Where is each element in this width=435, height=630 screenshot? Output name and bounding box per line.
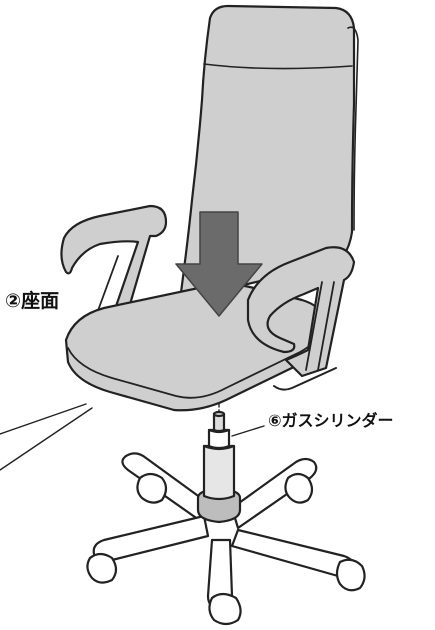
- gas-cylinder-label: ⑥ガスシリンダー: [266, 411, 396, 430]
- gas-callout-line: [231, 425, 265, 437]
- down-arrow-icon: [175, 211, 263, 317]
- zoom-indicator-lines: [0, 403, 93, 471]
- casters: [86, 472, 366, 626]
- armrest-right: [246, 246, 356, 391]
- seat-label: ②座面: [3, 290, 62, 312]
- gas-cylinder: [202, 410, 236, 501]
- armrest-left: [60, 204, 168, 320]
- caster-back-right: [284, 472, 314, 504]
- caster-front: [208, 592, 242, 626]
- caster-right: [335, 558, 366, 592]
- caster-back-left: [136, 472, 168, 504]
- caster-left: [86, 552, 118, 584]
